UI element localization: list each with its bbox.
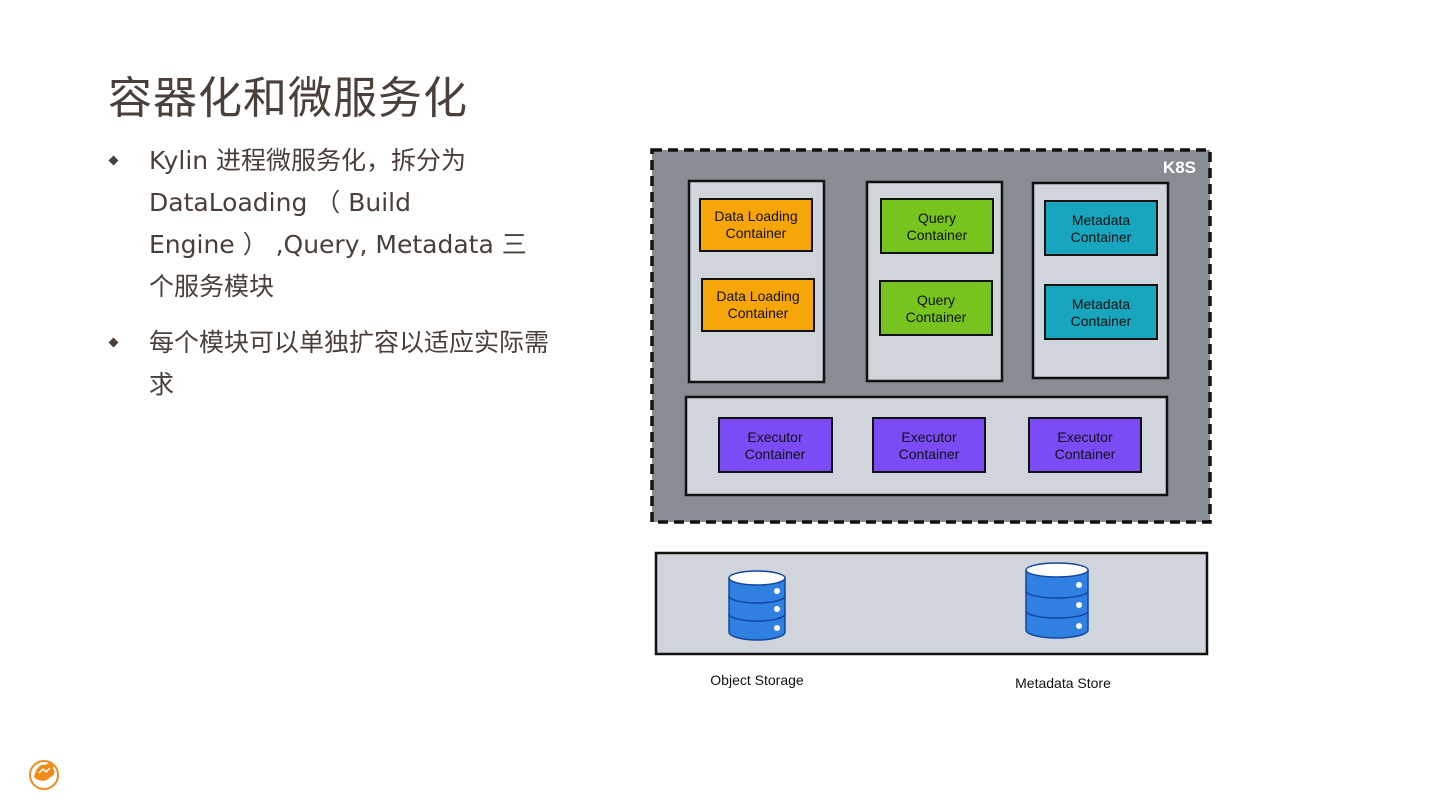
metadata-store-label: Metadata Store bbox=[1015, 675, 1111, 691]
executor-container-box bbox=[872, 417, 986, 473]
executor-container-box bbox=[1028, 417, 1142, 473]
dataloading-container-label: Container bbox=[726, 225, 787, 241]
dataloading-container-label: Data Loading bbox=[714, 208, 797, 224]
bullet-line: DataLoading （ Build bbox=[149, 188, 411, 217]
query-container-label: Container bbox=[906, 309, 967, 325]
bullet-line: Kylin 进程微服务化，拆分为 bbox=[149, 146, 467, 175]
k8s-label: K8S bbox=[1163, 158, 1196, 177]
query-container-box bbox=[880, 198, 994, 254]
metadata-store-database-icon bbox=[1025, 562, 1089, 639]
executor-container-label: Container bbox=[745, 446, 806, 462]
bullet-list: Kylin 进程微服务化，拆分为 DataLoading （ Build Eng… bbox=[108, 140, 588, 420]
metadata-container-label: Container bbox=[1071, 229, 1132, 245]
bullet-line: Engine ） ,Query, Metadata 三 bbox=[149, 230, 527, 259]
object-storage-database-icon bbox=[728, 570, 786, 641]
executor-container-label: Executor bbox=[901, 429, 957, 445]
query-container-label: Container bbox=[907, 227, 968, 243]
architecture-diagram: K8S Data Loading Container Data Loading … bbox=[650, 148, 1212, 691]
executor-container-label: Container bbox=[1055, 446, 1116, 462]
diamond-bullet-icon bbox=[108, 155, 119, 166]
query-container-label: Query bbox=[918, 210, 956, 226]
bullet-line: 求 bbox=[149, 370, 175, 399]
executor-container-label: Executor bbox=[1057, 429, 1113, 445]
bullet-line: 个服务模块 bbox=[149, 272, 275, 301]
query-container-label: Query bbox=[917, 292, 955, 308]
dataloading-container-box bbox=[701, 278, 815, 332]
executor-container-box bbox=[718, 417, 833, 473]
dataloading-container-box bbox=[699, 198, 813, 252]
bullet-item: 每个模块可以单独扩容以适应实际需 求 bbox=[108, 322, 588, 406]
metadata-container-label: Metadata bbox=[1072, 212, 1131, 228]
slide-title: 容器化和微服务化 bbox=[108, 73, 468, 124]
object-storage-label: Object Storage bbox=[710, 672, 804, 688]
metadata-container-label: Container bbox=[1071, 313, 1132, 329]
query-container-box bbox=[879, 280, 993, 336]
metadata-container-label: Metadata bbox=[1072, 296, 1131, 312]
executor-container-label: Executor bbox=[747, 429, 803, 445]
dataloading-container-label: Container bbox=[728, 305, 789, 321]
bullet-item: Kylin 进程微服务化，拆分为 DataLoading （ Build Eng… bbox=[108, 140, 588, 308]
dataloading-container-label: Data Loading bbox=[716, 288, 799, 304]
bullet-line: 每个模块可以单独扩容以适应实际需 bbox=[149, 328, 550, 357]
executor-container-label: Container bbox=[899, 446, 960, 462]
kylin-logo-icon bbox=[29, 760, 59, 790]
metadata-container-box bbox=[1044, 200, 1158, 256]
metadata-container-box bbox=[1044, 284, 1158, 340]
diamond-bullet-icon bbox=[108, 337, 119, 348]
